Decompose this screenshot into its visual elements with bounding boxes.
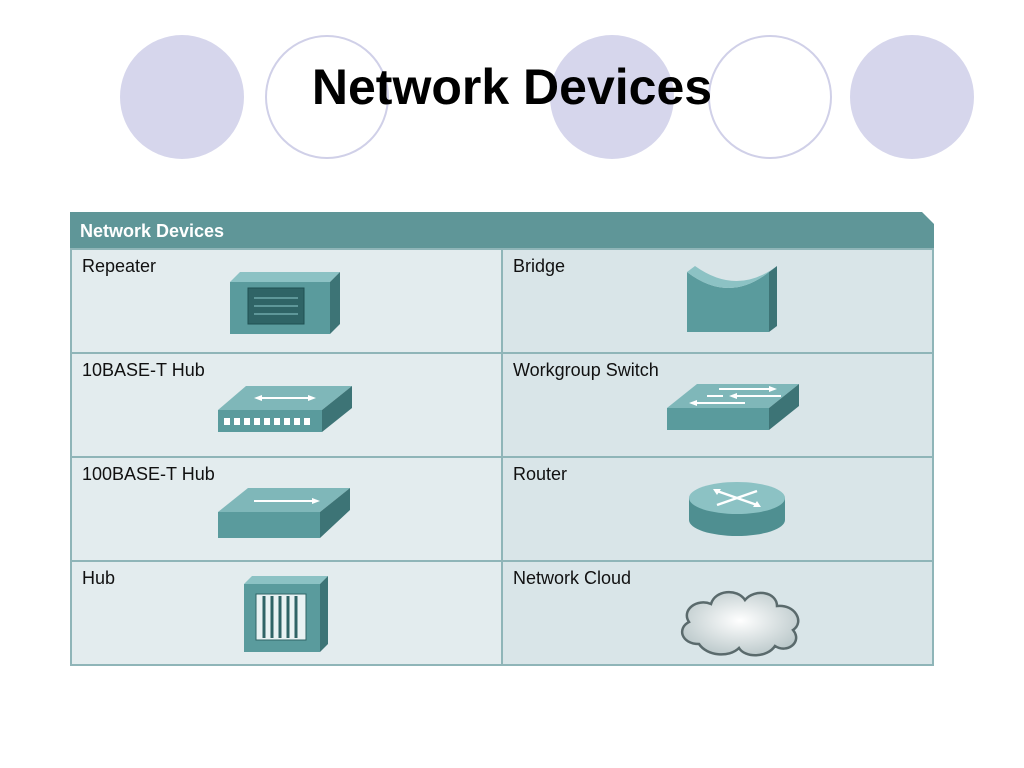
cell-network-cloud: Network Cloud bbox=[503, 562, 932, 664]
device-label: Bridge bbox=[513, 256, 566, 276]
100base-t-hub-icon bbox=[218, 488, 350, 538]
device-label: Repeater bbox=[82, 256, 157, 276]
panel-header-title: Network Devices bbox=[80, 221, 225, 241]
panel-header: Network Devices bbox=[70, 212, 934, 248]
router-icon bbox=[689, 482, 785, 536]
bridge-icon bbox=[687, 266, 777, 332]
cell-10base-t-hub: 10BASE-T Hub bbox=[72, 354, 501, 456]
cell-repeater: Repeater bbox=[72, 250, 501, 352]
device-label: Hub bbox=[82, 568, 116, 588]
decor-circle-4 bbox=[708, 35, 832, 159]
decor-circle-3 bbox=[550, 35, 674, 159]
10base-t-hub-icon bbox=[218, 386, 352, 432]
cell-bridge: Bridge bbox=[503, 250, 932, 352]
repeater-icon bbox=[230, 272, 340, 334]
decor-circle-1 bbox=[120, 35, 244, 159]
decor-circle-5 bbox=[850, 35, 974, 159]
network-devices-panel: Network Devices Repeater Bridge bbox=[70, 212, 934, 666]
device-label: Network Cloud bbox=[513, 568, 632, 588]
device-label: 10BASE-T Hub bbox=[82, 360, 205, 380]
cell-workgroup-switch: Workgroup Switch bbox=[503, 354, 932, 456]
workgroup-switch-icon bbox=[667, 384, 799, 430]
device-grid: Repeater Bridge 10BASE-T Hub bbox=[70, 248, 934, 666]
cell-router: Router bbox=[503, 458, 932, 560]
device-label: Workgroup Switch bbox=[513, 360, 659, 380]
device-label: Router bbox=[513, 464, 568, 484]
cell-100base-t-hub: 100BASE-T Hub bbox=[72, 458, 501, 560]
cell-hub: Hub bbox=[72, 562, 501, 664]
hub-icon bbox=[244, 576, 328, 652]
device-label: 100BASE-T Hub bbox=[82, 464, 215, 484]
decor-circle-2 bbox=[265, 35, 389, 159]
slide-title: Network Devices bbox=[311, 59, 713, 115]
network-cloud-icon bbox=[680, 591, 800, 657]
